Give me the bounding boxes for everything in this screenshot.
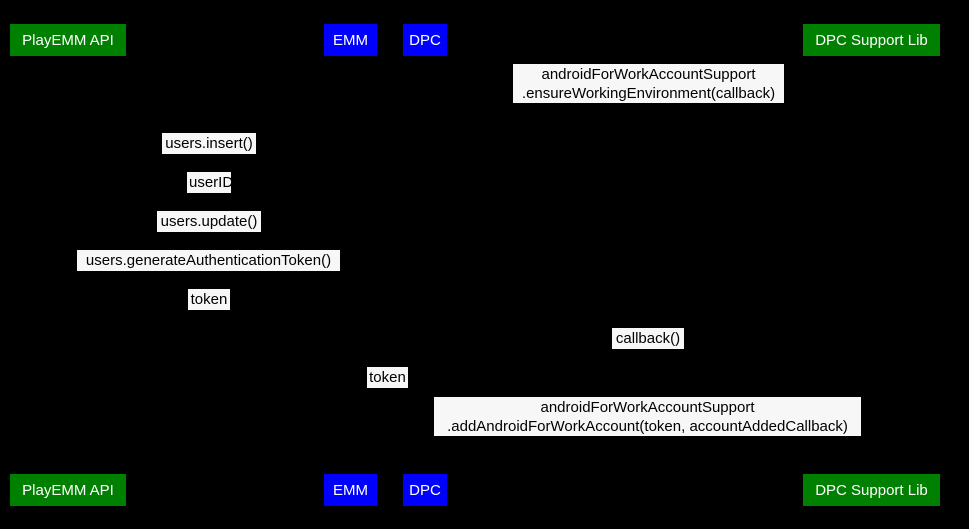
participant-playemm-api-bottom[interactable]: PlayEMM API: [10, 474, 126, 506]
participant-emm-top[interactable]: EMM: [324, 24, 377, 56]
message-text-line-1: users.insert(): [165, 135, 253, 152]
participant-dpc-bottom[interactable]: DPC: [403, 474, 447, 506]
participant-label: PlayEMM API: [22, 481, 114, 499]
msg-add-android-for-work-account[interactable]: androidForWorkAccountSupport .addAndroidF…: [434, 397, 861, 436]
participant-playemm-api-top[interactable]: PlayEMM API: [10, 24, 126, 56]
message-text-line-1: token: [369, 369, 406, 386]
participant-label: DPC Support Lib: [815, 481, 928, 499]
participant-dpc-support-lib-bottom[interactable]: DPC Support Lib: [803, 474, 940, 506]
participant-dpc-support-lib-top[interactable]: DPC Support Lib: [803, 24, 940, 56]
msg-generate-authentication-token[interactable]: users.generateAuthenticationToken(): [77, 250, 340, 271]
message-text-line-1: androidForWorkAccountSupport: [541, 66, 756, 83]
msg-users-insert[interactable]: users.insert(): [162, 133, 256, 154]
participant-label: DPC: [409, 481, 441, 499]
msg-user-id[interactable]: userID: [187, 172, 234, 193]
participant-label: PlayEMM API: [22, 31, 114, 49]
message-text-line-1: androidForWorkAccountSupport: [540, 399, 755, 416]
message-text-line-1: users.generateAuthenticationToken(): [85, 252, 332, 269]
participant-label: EMM: [333, 31, 368, 49]
participant-emm-bottom[interactable]: EMM: [324, 474, 377, 506]
msg-callback[interactable]: callback(): [612, 328, 684, 349]
message-text-line-2: .ensureWorkingEnvironment(callback): [521, 85, 776, 102]
participant-dpc-top[interactable]: DPC: [403, 24, 447, 56]
msg-users-update[interactable]: users.update(): [157, 211, 261, 232]
msg-ensure-working-environment[interactable]: androidForWorkAccountSupport .ensureWorki…: [513, 64, 784, 103]
participant-label: EMM: [333, 481, 368, 499]
message-text-line-2: .addAndroidForWorkAccount(token, account…: [447, 418, 848, 435]
participant-label: DPC Support Lib: [815, 31, 928, 49]
message-text-line-1: callback(): [615, 330, 681, 347]
msg-token-upper[interactable]: token: [188, 289, 230, 310]
participant-label: DPC: [409, 31, 441, 49]
msg-token-lower[interactable]: token: [367, 367, 408, 388]
message-text-line-1: users.update(): [160, 213, 258, 230]
message-text-line-1: userID: [189, 174, 234, 191]
message-text-line-1: token: [190, 291, 228, 308]
